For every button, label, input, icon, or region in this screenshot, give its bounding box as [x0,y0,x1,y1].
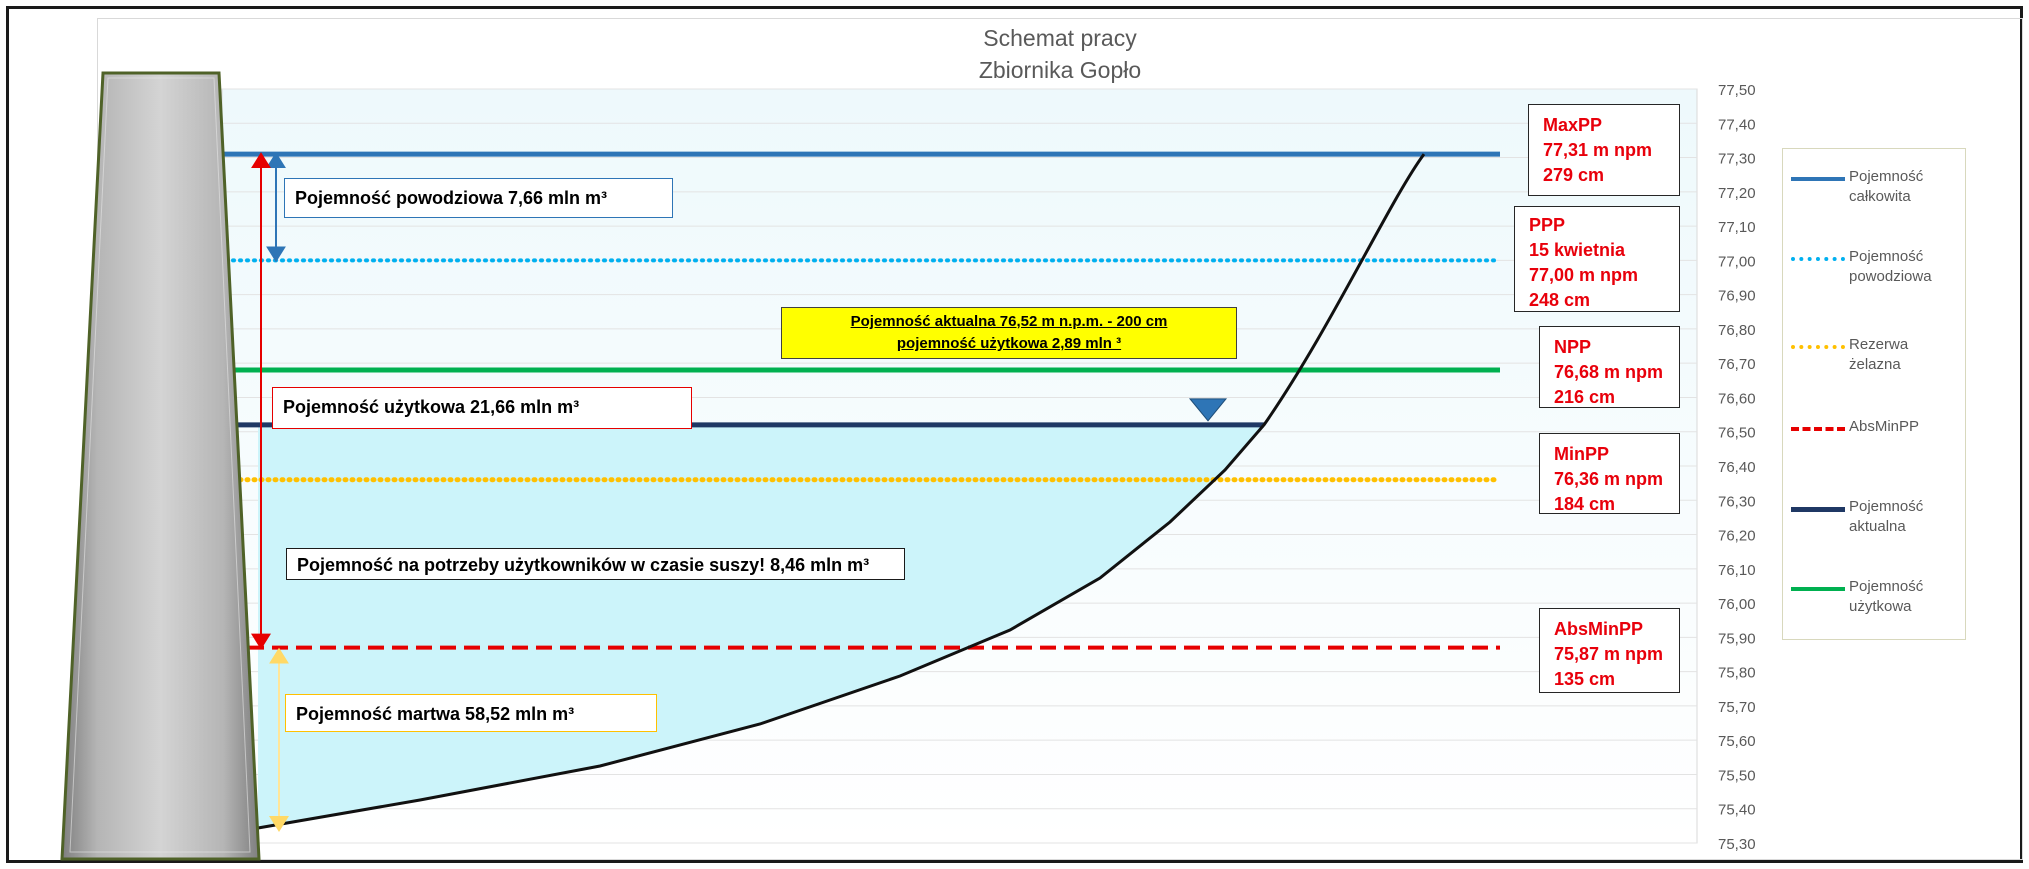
ppp-cm: 248 cm [1529,290,1591,310]
legend-swatch-total [1791,177,1845,181]
legend-label: Rezerwa żelazna [1849,336,1909,373]
chart-title-line-2: Zbiornika Gopło [978,57,1142,83]
current-capacity-line-2: pojemność użytkowa 2,89 mln ³ [896,335,1122,352]
y-tick-label: 76,40 [1718,459,1756,476]
flood-volume-label: Pojemność powodziowa 7,66 mln m³ [284,178,673,218]
current-capacity-label: Pojemność aktualna 76,52 m n.p.m. - 200 … [781,307,1237,359]
chart-legend: Pojemność całkowita Pojemność powodziowa… [1782,148,1966,640]
y-tick-label: 75,50 [1718,767,1756,784]
minpp-level: 76,36 m npm [1554,469,1664,489]
y-tick-label: 76,00 [1718,596,1756,613]
ppp-level: 77,00 m npm [1529,265,1639,285]
y-tick-label: 75,40 [1718,802,1756,819]
dam-body [60,71,261,861]
legend-swatch-absmin [1791,427,1845,431]
legend-label: Pojemność aktualna [1849,498,1924,535]
y-tick-label: 76,90 [1718,288,1756,305]
terrain-curve [257,153,1426,830]
y-tick-label: 76,30 [1718,493,1756,510]
chart-title: Schemat pracy Zbiornika Gopło [800,22,1320,86]
current-capacity-line-1: Pojemność aktualna 76,52 m n.p.m. - 200 … [850,313,1168,330]
ppp-date: 15 kwietnia [1529,240,1626,260]
y-tick-label: 76,70 [1718,356,1756,373]
legend-label: Pojemność użytkowa [1849,578,1924,615]
y-tick-label: 77,50 [1718,82,1756,99]
absminpp-level: 75,87 m npm [1554,644,1664,664]
volume-arrows [251,152,289,832]
npp-cm: 216 cm [1554,387,1616,407]
ppp-label: PPP 15 kwietnia 77,00 m npm 248 cm [1514,206,1680,312]
y-tick-label: 75,30 [1718,836,1756,853]
level-lines [220,151,1503,650]
bank-curve [257,153,1426,830]
y-axis-ticks: 75,30 75,40 75,50 75,60 75,70 75,80 75,90 76,00… [1718,82,1756,853]
legend-swatch-useful [1791,587,1845,591]
y-tick-label: 77,30 [1718,151,1756,168]
useful-volume-label: Pojemność użytkowa 21,66 mln m³ [272,387,692,429]
npp-label: NPP 76,68 m npm 216 cm [1539,326,1680,408]
y-tick-label: 76,50 [1718,425,1756,442]
y-tick-label: 77,00 [1718,253,1756,270]
y-tick-label: 77,20 [1718,185,1756,202]
maxpp-name: MaxPP [1543,115,1603,135]
y-tick-label: 75,80 [1718,665,1756,682]
legend-label: AbsMinPP [1849,418,1920,435]
y-tick-label: 76,60 [1718,390,1756,407]
minpp-name: MinPP [1554,444,1610,464]
minpp-cm: 184 cm [1554,494,1616,514]
npp-name: NPP [1554,337,1592,357]
legend-swatch-current [1791,507,1845,512]
absminpp-label: AbsMinPP 75,87 m npm 135 cm [1539,608,1680,693]
maxpp-label: MaxPP 77,31 m npm 279 cm [1528,104,1680,196]
maxpp-level: 77,31 m npm [1543,140,1653,160]
dam-highlight [69,77,251,853]
absminpp-cm: 135 cm [1554,669,1616,689]
npp-level: 76,68 m npm [1554,362,1664,382]
dead-volume-label: Pojemność martwa 58,52 mln m³ [285,694,657,732]
y-tick-label: 76,10 [1718,562,1756,579]
drought-volume-label: Pojemność na potrzeby użytkowników w cza… [286,548,905,580]
y-tick-label: 75,60 [1718,733,1756,750]
legend-label: Pojemność powodziowa [1849,248,1932,285]
ppp-name: PPP [1529,215,1566,235]
y-tick-label: 76,80 [1718,322,1756,339]
dam-shape [60,71,261,861]
legend-label: Pojemność całkowita [1849,168,1924,205]
maxpp-cm: 279 cm [1543,165,1605,185]
legend-swatch-reserve [1791,345,1845,349]
chart-frame [6,6,2023,863]
y-tick-label: 77,10 [1718,219,1756,236]
y-tick-label: 77,40 [1718,116,1756,133]
chart-title-line-1: Schemat pracy [983,25,1137,51]
y-tick-label: 76,20 [1718,528,1756,545]
legend-swatch-flood [1791,257,1845,261]
y-tick-label: 75,70 [1718,699,1756,716]
y-tick-label: 75,90 [1718,630,1756,647]
minpp-label: MinPP 76,36 m npm 184 cm [1539,433,1680,514]
absminpp-name: AbsMinPP [1554,619,1644,639]
water-level-marker [1188,398,1228,422]
